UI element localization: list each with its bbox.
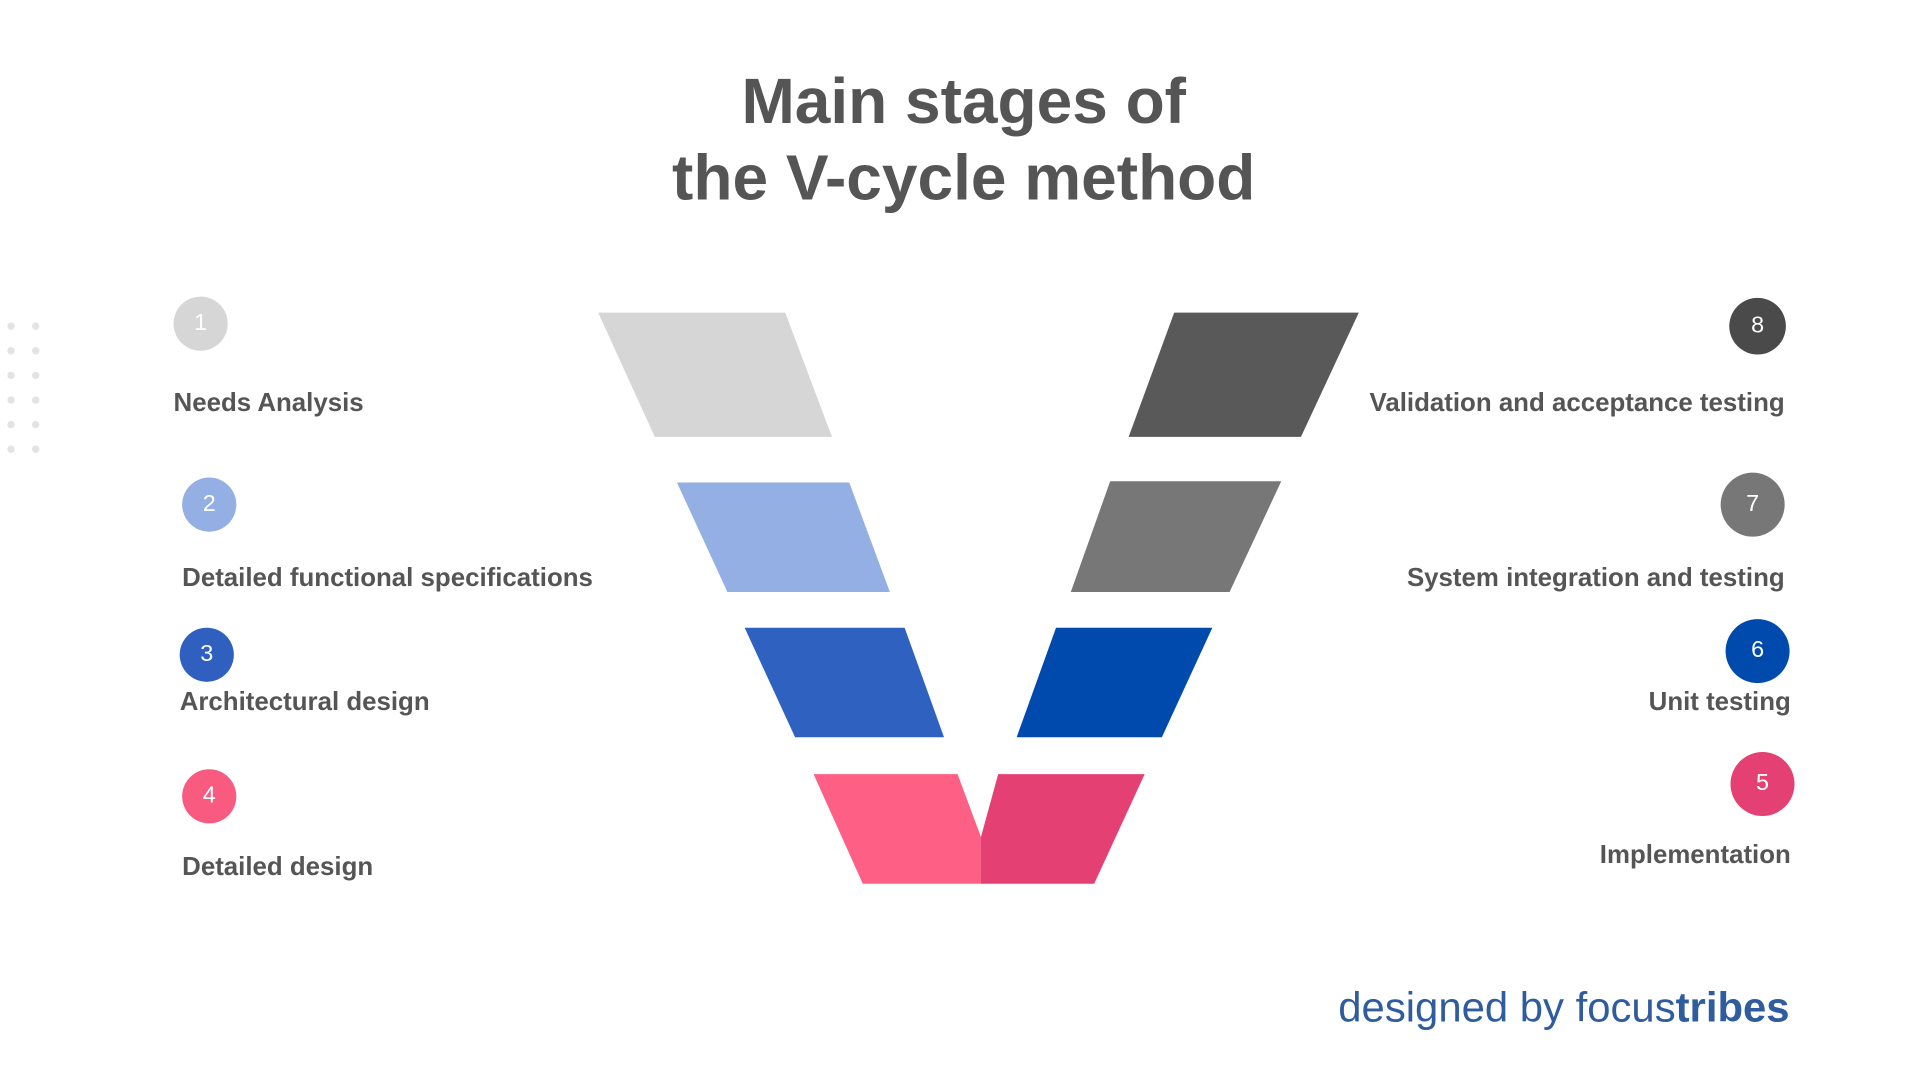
stage-4-label: Detailed design (182, 852, 374, 882)
dot (7, 371, 15, 380)
stage-1-badge: 1 (173, 296, 228, 351)
stage-4-badge: 4 (182, 769, 237, 824)
dot (32, 396, 40, 404)
dot (32, 371, 40, 380)
dot (7, 420, 15, 429)
dot (32, 445, 40, 453)
segment-2 (676, 482, 890, 593)
stage-3-label: Architectural design (179, 688, 430, 717)
dot (32, 347, 40, 355)
dot (7, 347, 15, 355)
segment-7 (1070, 481, 1282, 593)
dot (32, 420, 40, 429)
stage-8-badge: 8 (1729, 297, 1786, 355)
stage-7-label: System integration and testing (1406, 563, 1785, 593)
stage-7-badge: 7 (1720, 472, 1785, 537)
brand-credit: designed by focustribes (1338, 984, 1790, 1032)
segment-3 (744, 627, 945, 738)
stage-1-label: Needs Analysis (173, 388, 364, 418)
diagram-title: Main stages of the V-cycle method (672, 66, 1256, 215)
segment-8 (1128, 312, 1359, 437)
segment-1 (598, 312, 833, 437)
dot (7, 396, 15, 404)
segment-5 (980, 774, 1145, 884)
stage-8-label: Validation and acceptance testing (1369, 388, 1785, 418)
stage-5-label: Implementation (1599, 840, 1791, 869)
stage-6-label: Unit testing (1648, 688, 1791, 717)
stage-6-badge: 6 (1725, 619, 1790, 684)
stage-5-badge: 5 (1730, 752, 1795, 817)
stage-2-badge: 2 (182, 477, 237, 532)
segment-6 (1016, 627, 1213, 738)
stage-3-badge: 3 (179, 627, 234, 682)
segment-4 (813, 774, 981, 884)
stage-2-label: Detailed functional specifications (182, 563, 593, 593)
dot (32, 322, 40, 330)
dot (7, 445, 15, 453)
dot (7, 322, 15, 330)
